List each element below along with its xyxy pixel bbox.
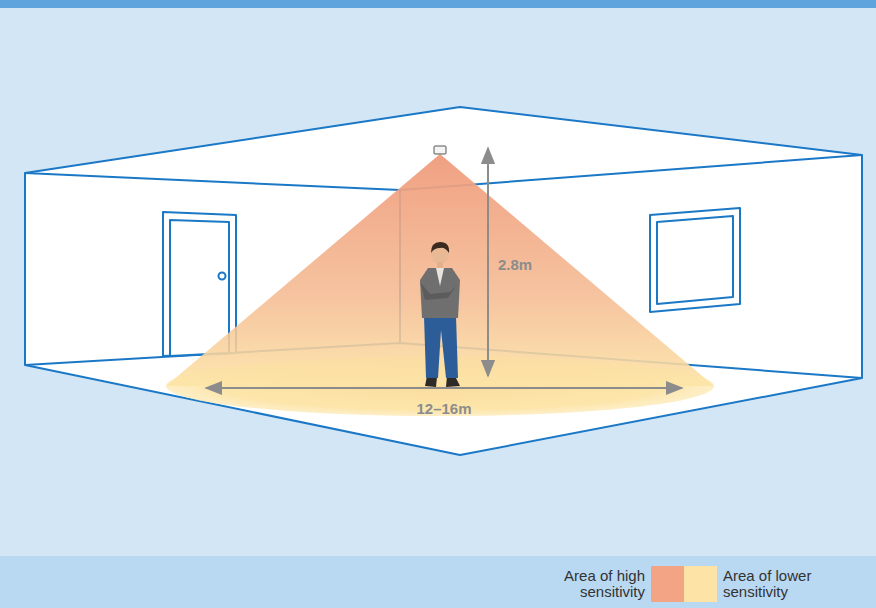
legend-entry: Area of lower sensitivity xyxy=(723,568,835,600)
legend-swatch xyxy=(651,566,684,602)
detection-area xyxy=(166,356,714,416)
person xyxy=(420,242,460,387)
height-arrow xyxy=(487,148,489,376)
legend-swatch xyxy=(684,566,717,602)
width-arrow xyxy=(206,387,682,389)
dimension-label: 2.8m xyxy=(498,256,532,273)
motion-sensor xyxy=(434,146,446,154)
dimension-text: 12–16m xyxy=(416,400,471,417)
legend-entry: Area of high sensitivity xyxy=(533,568,645,600)
legend-band xyxy=(0,556,876,608)
dimension-label: 12–16m xyxy=(416,400,471,417)
top-bar xyxy=(0,0,876,8)
room xyxy=(25,107,862,455)
legend-text: Area of lower sensitivity xyxy=(723,568,835,600)
legend-text: Area of high sensitivity xyxy=(533,568,645,600)
detection-cone xyxy=(166,154,714,386)
dimension-text: 2.8m xyxy=(498,256,532,273)
